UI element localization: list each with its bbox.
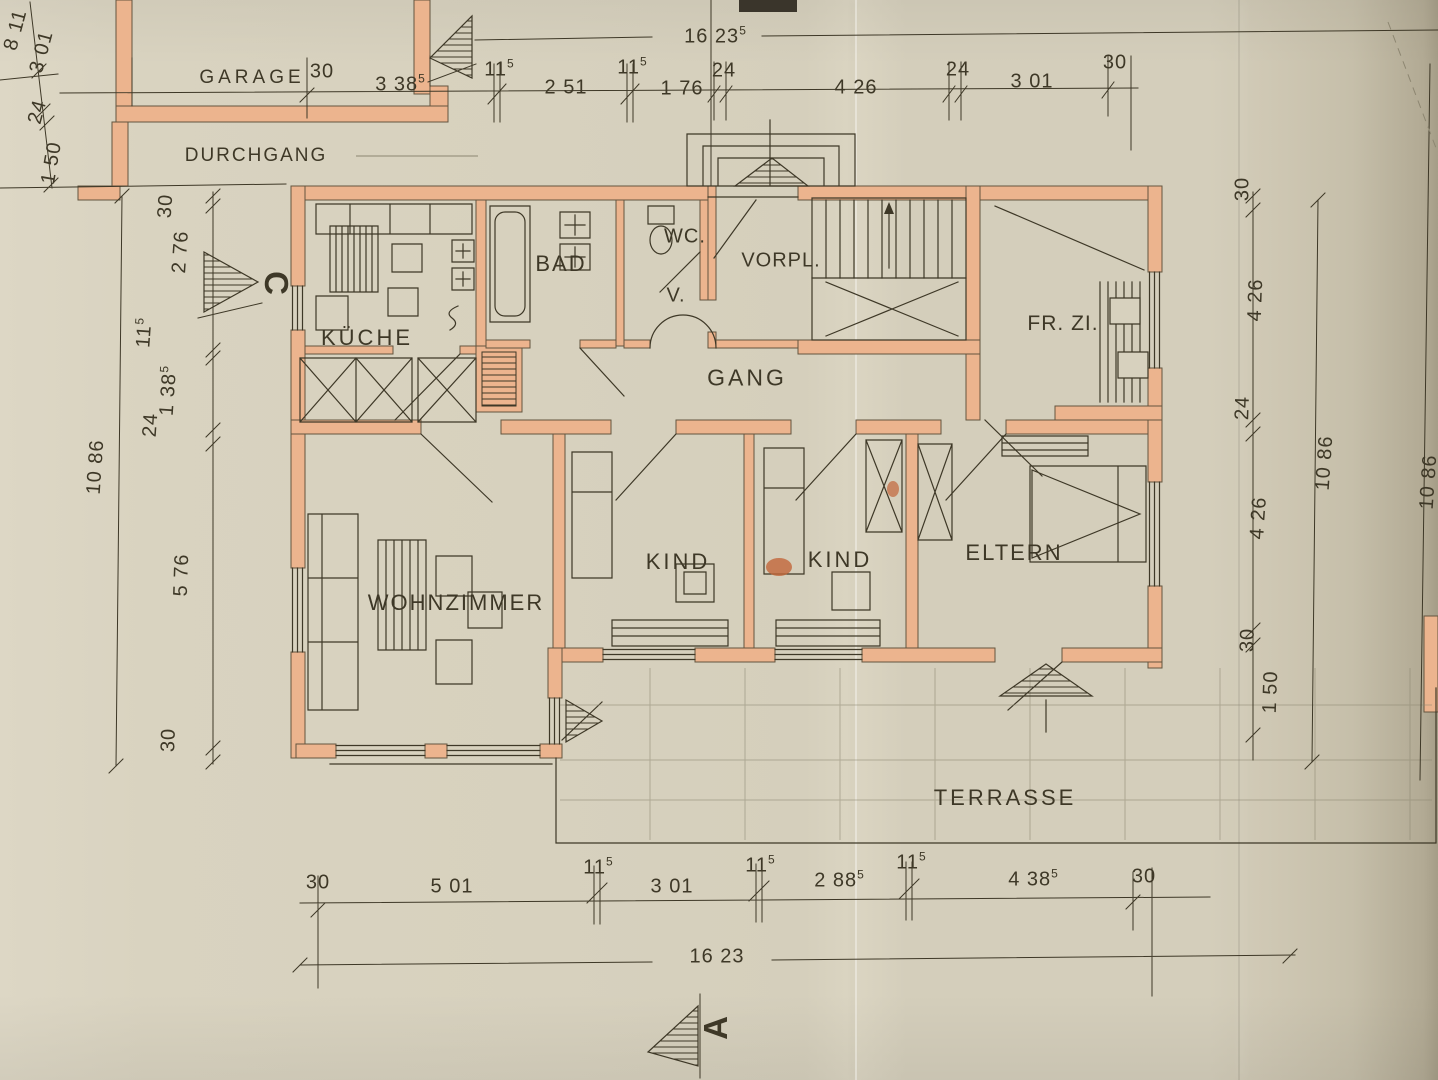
dim-bottom-11: 115 [745,852,775,877]
dim-top-3-01: 3 01 [1010,70,1054,93]
room-label-bad: BAD [535,251,587,276]
dim-total-bottom-16-23: 16 23 [689,945,745,968]
dim-bottom-30: 30 [1131,865,1157,888]
dim-right-30: 30 [1231,176,1254,202]
room-label-eltern: ELTERN [965,540,1063,565]
section-a-arrow [646,1004,699,1067]
dim-right-10-86: 10 86 [1415,453,1438,511]
dim-right-10-86: 10 86 [1311,434,1338,492]
dim-top-2-51: 2 51 [544,76,588,99]
hall-closets [299,357,477,423]
dim-right-24: 24 [1231,395,1254,421]
dim-top-4-26: 4 26 [834,76,878,99]
room-label-kind: KIND [807,547,873,572]
dim-bottom-11: 115 [583,854,613,879]
bath-wc-fixtures [489,205,675,323]
dim-left-24: 24 [138,412,163,438]
garage-walls [77,0,449,201]
staircase [811,197,967,341]
window-symbols [291,196,1161,765]
dim-top-30: 30 [309,60,335,83]
interior-walls [290,185,1163,649]
dim-top-30: 30 [1102,51,1128,74]
dim-bottom-11: 115 [896,849,926,874]
terrace [555,663,1437,844]
entrance-steps [686,0,856,187]
section-b-arrow [428,14,473,79]
section-marker-symbols [197,14,701,1079]
dim-top-1-76: 1 76 [660,77,704,100]
dim-bottom-2-88: 2 885 [814,867,864,892]
section-marker-c: C [258,271,295,295]
dim-bottom-5-01: 5 01 [430,875,474,898]
terrace-step-arrow [998,663,1094,697]
dim-left-2-76: 2 76 [168,229,193,275]
dim-total-top-16-23: 16 235 [684,23,746,48]
terrace-step-arrow [565,698,604,744]
room-label-fr-zi: FR. ZI. [1027,312,1099,335]
canopy-section [739,0,797,12]
dim-left-5-76: 5 76 [169,553,194,597]
fold-dash-line [1387,21,1437,149]
dim-left-11: 115 [132,317,156,349]
dim-bottom-3-01: 3 01 [650,875,694,898]
dim-top-3-38: 3 385 [375,71,425,96]
livingroom-furniture [307,513,503,711]
dim-left-30: 30 [157,727,180,753]
room-label-terrasse: TERRASSE [933,785,1077,810]
dim-top-11: 115 [484,56,514,81]
dim-left-1-38: 1 385 [155,365,181,417]
room-label-durchgang: DURCHGANG [184,145,328,166]
chimney [481,351,517,407]
kitchen-fixtures [315,203,517,407]
room-label-wohnzimmer: WOHNZIMMER [367,590,545,615]
dim-top-24: 24 [711,59,737,82]
entrance-step-arrow [733,157,810,187]
ink-stains [766,481,899,576]
dim-top-24: 24 [945,58,971,81]
arch-opening [649,314,717,349]
room-label-garage: GARAGE [199,67,305,88]
dim-right-1-50: 1 50 [1258,670,1283,714]
dim-right-4-26: 4 26 [1246,495,1271,541]
room-label-k-che: KÜCHE [320,325,414,350]
dim-left-10-86: 10 86 [82,438,109,496]
room-label-kind: KIND [645,549,711,574]
dimension-lines [0,0,1438,997]
room-label-wc: WC. [664,225,706,248]
room-label-gang: GANG [707,364,787,391]
dim-right-4-26: 4 26 [1243,278,1268,322]
room-label-vorpl: VORPL. [741,249,821,272]
section-c-arrow [203,250,260,314]
guestroom-furniture [994,205,1149,403]
dim-bottom-30: 30 [305,871,331,894]
room-label-v: V. [666,284,686,307]
dim-right-30: 30 [1236,627,1259,653]
dim-top-11: 115 [617,54,647,79]
exterior-walls [290,185,1438,759]
section-marker-a: A [697,1016,734,1040]
dim-left-30: 30 [153,193,178,219]
bedroom-furniture [571,435,1147,647]
dim-bottom-4-38: 4 385 [1008,866,1058,891]
